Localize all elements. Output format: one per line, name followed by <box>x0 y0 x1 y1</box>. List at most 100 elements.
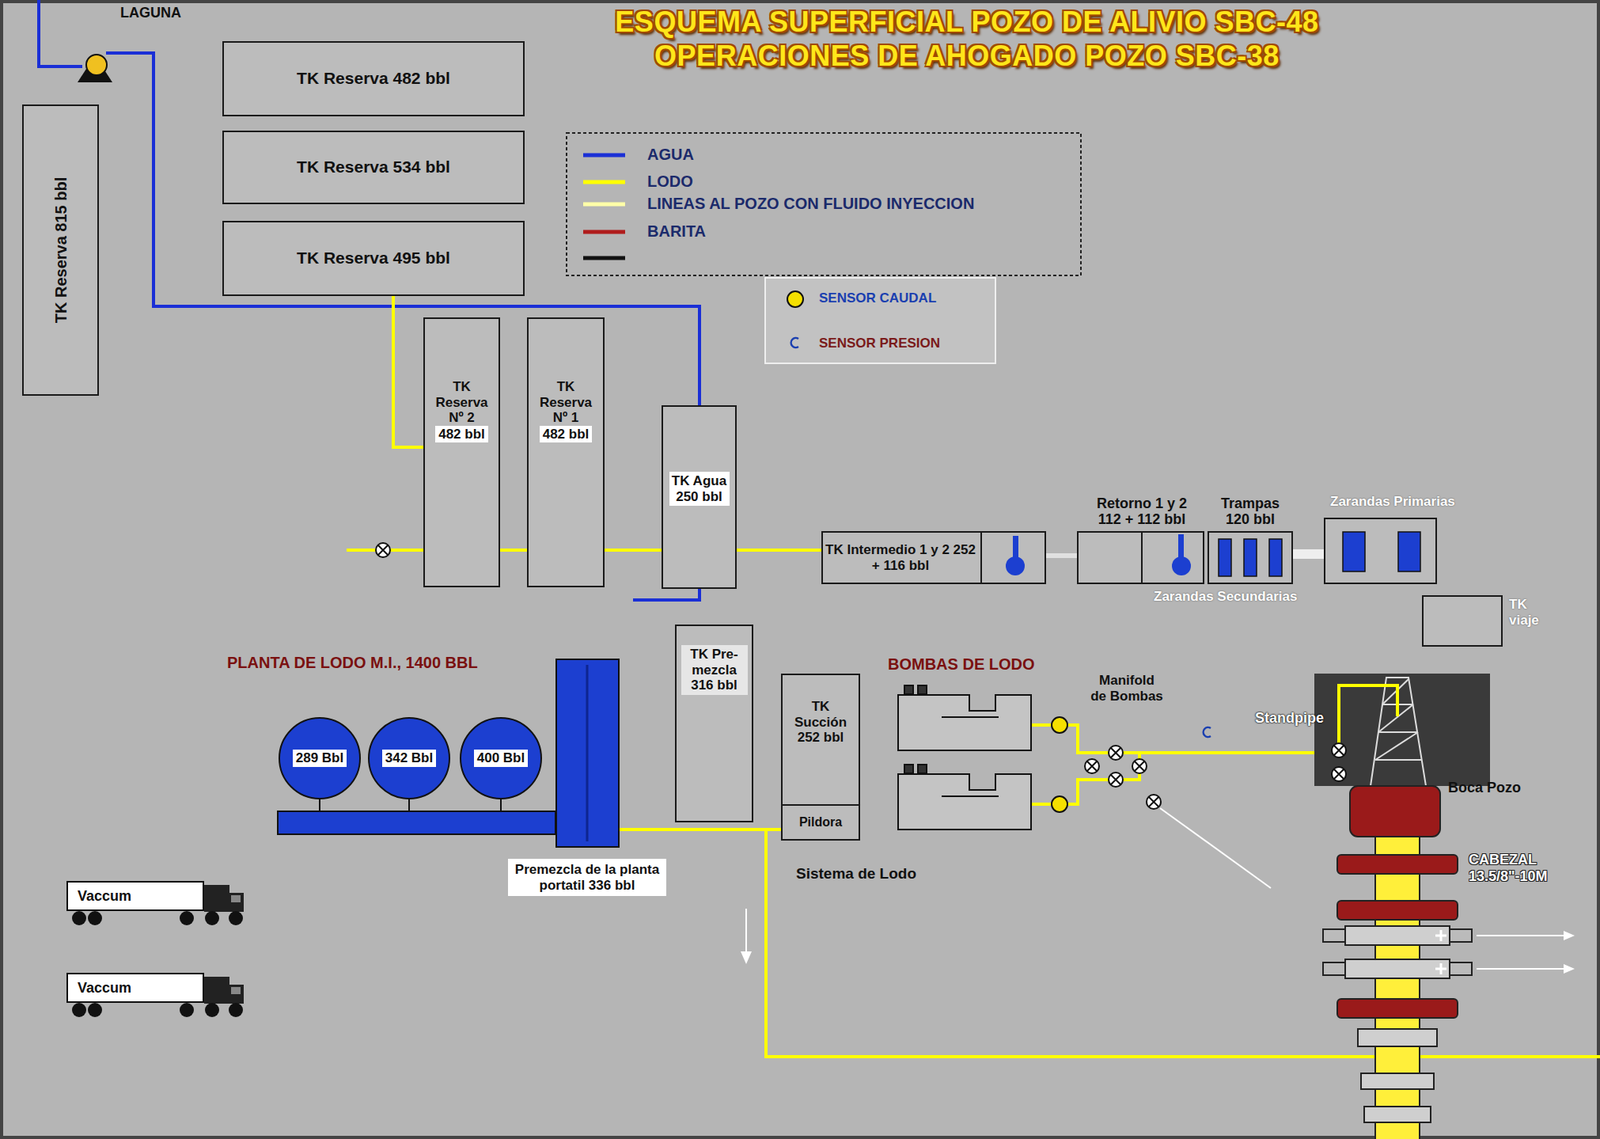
valve-symbol <box>1146 794 1161 809</box>
part-label: BOMBAS DE LODO <box>887 655 1036 674</box>
flow-sensor <box>1051 716 1068 733</box>
part-label: Sistema de Lodo <box>796 864 917 883</box>
water-line <box>38 0 83 67</box>
tank-label: Vaccum <box>77 887 132 905</box>
vacuum-truck-cab <box>231 986 241 994</box>
valve-symbol <box>1108 772 1123 787</box>
mud-plant-manifold <box>277 811 556 835</box>
lagoon-pump <box>77 54 113 83</box>
valve-symbol <box>1132 758 1147 774</box>
tank-box: Retorno 1 y 2 112 + 112 bbl <box>1076 530 1205 584</box>
flow-arrow <box>740 951 752 964</box>
legend-text: SENSOR PRESION <box>818 335 941 352</box>
tank-stem <box>319 799 501 812</box>
flow-sensor <box>1051 716 1068 812</box>
vacuum-truck-cab <box>204 976 230 1004</box>
tank-detail <box>822 532 1045 583</box>
pipe-connector <box>393 295 424 448</box>
tank-label: 400 Bbl <box>473 749 528 767</box>
tank-box: TK Reserva 815 bbl <box>22 104 99 396</box>
wellhead <box>1364 1106 1431 1123</box>
wellhead <box>1375 830 1420 1139</box>
tank-box: 342 Bbl <box>367 716 451 800</box>
tank-label: 482 bbl <box>435 425 489 444</box>
pipe-connector <box>619 827 783 831</box>
mud-pump <box>904 764 914 774</box>
wellhead <box>1435 929 1447 975</box>
wellhead <box>1449 928 1472 942</box>
tank-label: TK Reserva 815 bbl <box>51 177 70 324</box>
vacuum-truck-cab <box>231 894 241 903</box>
legend-swatch <box>583 226 626 238</box>
legend-entry: BARITA <box>583 222 706 241</box>
tank-label: TK Succión 252 bbl <box>785 698 856 746</box>
wellhead <box>1349 785 1441 837</box>
tank-detail <box>1325 519 1436 583</box>
tank-box: TK viaje <box>1421 595 1503 647</box>
wellhead <box>1345 959 1450 979</box>
pipe-connector <box>1046 553 1077 558</box>
truck-wheel <box>87 910 103 926</box>
tank-box: TK Reserva Nº 2482 bbl <box>423 317 501 588</box>
mud-line <box>1031 723 1052 727</box>
truck-wheel <box>72 1002 87 1017</box>
tank-label: Vaccum <box>77 979 132 997</box>
legend-box <box>566 132 1081 276</box>
outlet-arrow <box>1563 963 1575 974</box>
valve-symbol <box>1334 769 1344 779</box>
tank-label: Trampas 120 bbl <box>1212 495 1289 528</box>
diagram-title: ESQUEMA SUPERFICIAL POZO DE ALIVIO SBC-4… <box>539 4 1395 73</box>
mud-pump <box>898 764 1032 830</box>
part-label: CABEZAL 13.5/8"-10M <box>1468 851 1564 884</box>
tank-label: Premezcla de la planta portatil 336 bbl <box>508 858 667 896</box>
valve-symbol <box>1084 758 1100 774</box>
legend-text: LODO <box>647 172 694 191</box>
legend-entry: AGUA <box>583 145 694 164</box>
tank-box: Premezcla de la planta portatil 336 bbl <box>555 658 620 848</box>
outlet-arrow <box>1476 930 1575 974</box>
tank-label: TK Reserva 534 bbl <box>296 157 451 177</box>
truck-wheel <box>228 910 243 926</box>
wellhead <box>1449 962 1472 975</box>
mud-pump <box>941 716 999 718</box>
legend-swatch-line <box>583 201 626 206</box>
mud-line <box>765 829 1600 1057</box>
valve-symbol <box>1087 761 1097 771</box>
tank-box: Zarandas Primarias <box>1323 517 1437 584</box>
mud-line <box>1067 724 1339 753</box>
tank-label: TK Reserva Nº 1 <box>532 379 600 426</box>
mud-line <box>1031 802 1052 806</box>
tank-label: TK Intermedio 1 y 2 252 + 116 bbl <box>822 542 979 573</box>
leader-line <box>1160 807 1271 888</box>
tank-box: Vaccum <box>66 880 205 911</box>
part-label: Boca Pozo <box>1448 779 1521 797</box>
vacuum-truck-cab <box>204 884 230 912</box>
tank-detail <box>557 659 619 846</box>
legend-entry: LINEAS AL POZO CON FLUIDO INYECCION <box>583 194 975 213</box>
valve-symbol <box>1331 743 1346 758</box>
tank-box: TK Reserva Nº 1482 bbl <box>527 317 605 588</box>
valve-symbol <box>1334 745 1344 755</box>
valve-symbol <box>375 542 391 558</box>
truck-wheel <box>179 1002 194 1017</box>
flow-arrow <box>740 908 752 964</box>
valve-symbol <box>1110 774 1121 785</box>
tank-label: TK Agua 250 bbl <box>669 471 730 506</box>
lagoon-pump <box>77 55 113 83</box>
pipe-connector <box>500 548 528 552</box>
legend-text: AGUA <box>647 145 694 164</box>
legend-text: SENSOR CAUDAL <box>818 290 937 307</box>
mud-line <box>1338 685 1398 753</box>
mud-pump <box>941 795 999 797</box>
truck-wheel <box>228 1002 243 1017</box>
pipe-connector <box>604 548 662 552</box>
pipe-connector <box>736 548 822 552</box>
truck-wheel <box>72 910 87 926</box>
tank-stem <box>318 799 321 812</box>
truck-wheel <box>204 910 220 926</box>
valve-symbol <box>1108 772 1123 787</box>
legend-text: BARITA <box>647 222 706 241</box>
tank-label: TK Reserva 482 bbl <box>296 68 451 88</box>
legend-swatch <box>583 198 626 210</box>
valve-symbol <box>1084 758 1100 774</box>
